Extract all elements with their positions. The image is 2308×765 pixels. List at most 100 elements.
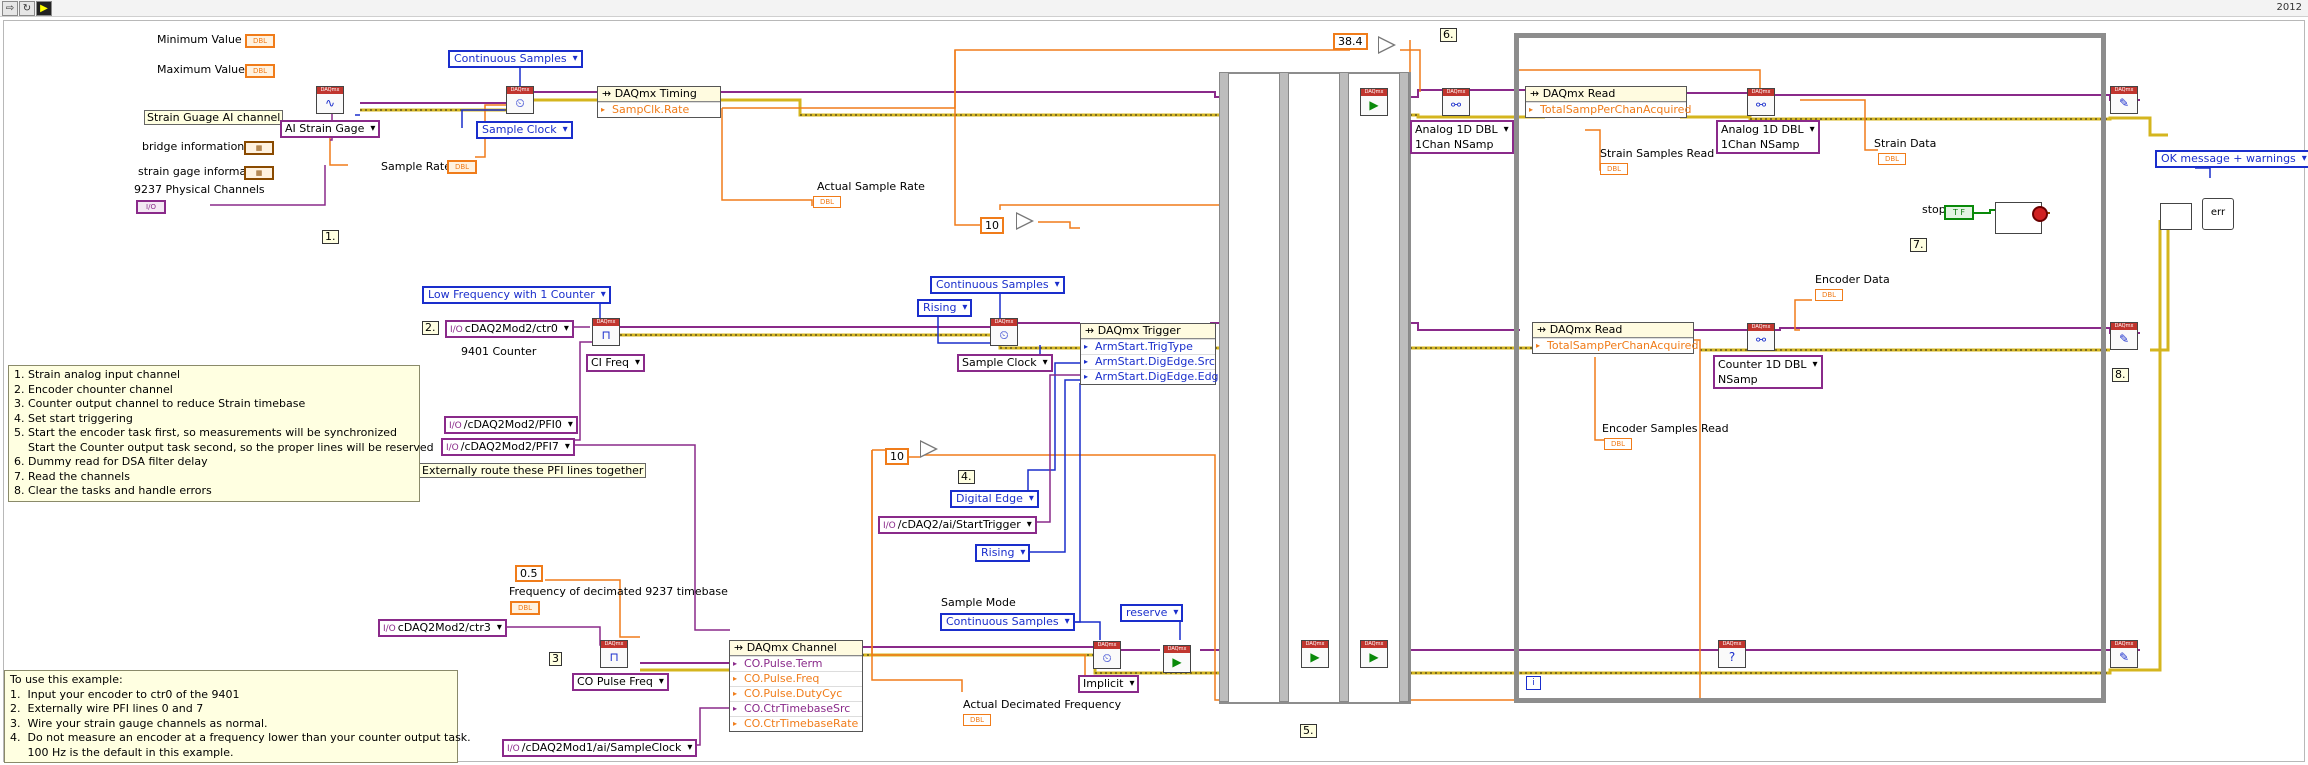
trigger-digedge-src: ArmStart.DigEdge.Src — [1081, 354, 1215, 369]
sequence-frame-border-3 — [1339, 72, 1349, 702]
diagram-toolbar: ⇨ ↻ ▶ 2012 — [0, 0, 2308, 17]
commit-icon: ▶ — [1172, 655, 1182, 669]
encoder-samples-read-label: Encoder Samples Read — [1602, 422, 1729, 435]
trigger-node-title: ⇸ DAQmx Trigger — [1081, 324, 1215, 339]
co-pulse-freq-ring[interactable]: CO Pulse Freq — [572, 673, 669, 691]
property-vi-loop[interactable]: DAQmx? — [1718, 640, 1746, 668]
create-channel-vi-2[interactable]: DAQmx⊓ — [592, 318, 620, 346]
encoder-samples-read-indicator: DBL — [1604, 438, 1632, 450]
freq-decimated-control[interactable]: DBL — [510, 601, 540, 615]
phys-channels-control[interactable]: I/O — [136, 200, 166, 214]
create-channel-vi-3[interactable]: DAQmx⊓ — [600, 640, 628, 668]
dummy-read-vi[interactable]: DAQmx⚯ — [1442, 88, 1470, 116]
year-label: 2012 — [2276, 2, 2302, 13]
ai-start-trigger-channel[interactable]: I/O/cDAQ2/ai/StartTrigger — [878, 516, 1037, 534]
ai-strain-gage-ring[interactable]: AI Strain Gage — [280, 120, 381, 138]
merge-errors-node[interactable] — [2160, 203, 2192, 230]
ok-message-ring[interactable]: OK message + warnings — [2155, 150, 2308, 168]
ai-sample-clock-channel[interactable]: I/O/cDAQ2Mod1/ai/SampleClock — [502, 739, 698, 757]
bridge-info-cluster[interactable]: ▦ — [244, 141, 274, 155]
step-4-label: 4. — [958, 470, 975, 484]
timing-vi-1[interactable]: DAQmx⏲ — [506, 86, 534, 114]
start-task-vi-3[interactable]: DAQmx▶ — [1360, 88, 1388, 116]
analog-1d-ring-b[interactable]: Analog 1D DBL 1Chan NSamp — [1716, 120, 1820, 154]
sample-rate-label: Sample Rate — [381, 160, 451, 173]
strain-ai-channel-comment: Strain Guage AI channel — [144, 110, 284, 125]
analog-1d-ring-a[interactable]: Analog 1D DBL 1Chan NSamp — [1410, 120, 1514, 154]
timing-vi-3[interactable]: DAQmx⏲ — [1093, 641, 1121, 669]
channel-pulse-freq: CO.Pulse.Freq — [730, 671, 862, 686]
property-node-icon: ⇸ — [602, 87, 615, 100]
stop-terminal-icon[interactable] — [2032, 206, 2048, 222]
digital-edge-ring[interactable]: Digital Edge — [950, 490, 1039, 508]
pfi7-channel[interactable]: I/O/cDAQ2Mod2/PFI7 — [441, 438, 575, 456]
timing-mode-ring-1[interactable]: Continuous Samples — [448, 50, 583, 68]
pfi0-channel[interactable]: I/O/cDAQ2Mod2/PFI0 — [444, 416, 578, 434]
read-encoder-vi[interactable]: DAQmx⚯ — [1747, 323, 1775, 351]
eraser-icon-2: ✎ — [2118, 332, 2130, 346]
phys-channels-label: 9237 Physical Channels — [134, 183, 265, 196]
min-value-label: Minimum Value — [157, 33, 242, 46]
rising-ring-2[interactable]: Rising — [975, 544, 1031, 562]
clear-task-vi-2[interactable]: DAQmx✎ — [2110, 322, 2138, 350]
step-7-label: 7. — [1910, 238, 1927, 252]
low-freq-counter-ring[interactable]: Low Frequency with 1 Counter — [422, 286, 611, 304]
start-task-vi-2[interactable]: DAQmx▶ — [1301, 640, 1329, 668]
iteration-terminal: i — [1526, 676, 1541, 690]
freq-decimated-label: Frequency of decimated 9237 timebase — [509, 585, 728, 598]
abort-icon[interactable]: ▶ — [36, 1, 52, 16]
property-node-icon-2: ⇸ — [1085, 324, 1098, 337]
play-icon-3: ▶ — [1369, 98, 1379, 112]
daqmx-read-node-2[interactable]: ⇸ DAQmx Read TotalSampPerChanAcquired — [1532, 322, 1698, 354]
channel-timebase-src: CO.CtrTimebaseSrc — [730, 701, 862, 716]
counter-1d-ring[interactable]: Counter 1D DBL NSamp — [1713, 355, 1823, 389]
while-loop-structure — [1514, 33, 2106, 703]
read1-node-title: ⇸ DAQmx Read — [1526, 87, 1686, 102]
read-strain-vi[interactable]: DAQmx⚯ — [1747, 88, 1775, 116]
timing-vi-2[interactable]: DAQmx⏲ — [990, 318, 1018, 346]
daqmx-read-node-1[interactable]: ⇸ DAQmx Read TotalSampPerChanAcquired — [1525, 86, 1691, 118]
glasses-icon-2: ⚯ — [1755, 98, 1767, 112]
sample-clock-ring-1[interactable]: Sample Clock — [476, 121, 573, 139]
const-0-5[interactable]: 0.5 — [515, 565, 543, 582]
strain-gage-info-cluster[interactable]: ▦ — [244, 166, 274, 180]
clear-task-vi-3[interactable]: DAQmx✎ — [2110, 640, 2138, 668]
counter-9401-label: 9401 Counter — [461, 345, 537, 358]
greater-node-1[interactable] — [1016, 212, 1034, 230]
sample-rate-control[interactable]: DBL — [447, 160, 477, 174]
run-continuously-icon[interactable]: ↻ — [19, 1, 35, 16]
sample-mode-ring[interactable]: Continuous Samples — [940, 613, 1075, 631]
const-38-4[interactable]: 38.4 — [1333, 33, 1368, 50]
daqmx-timing-node[interactable]: ⇸ DAQmx Timing SampClk.Rate — [597, 86, 721, 118]
const-10-a[interactable]: 10 — [980, 217, 1004, 234]
max-value-control[interactable]: DBL — [245, 64, 275, 78]
greater-node-2[interactable] — [920, 440, 938, 458]
counter-icon: ⊓ — [601, 328, 611, 342]
reserve-ring[interactable]: reserve — [1120, 604, 1184, 622]
create-channel-vi-1[interactable]: DAQmx∿ — [316, 86, 344, 114]
implicit-ring[interactable]: Implicit — [1078, 675, 1140, 693]
timing-sampclk-rate: SampClk.Rate — [598, 102, 720, 117]
play-icon-2: ▶ — [1310, 650, 1320, 664]
error-handler-icon[interactable]: err — [2202, 198, 2234, 230]
timing-mode-ring-2[interactable]: Continuous Samples — [930, 276, 1065, 294]
daqmx-trigger-node[interactable]: ⇸ DAQmx Trigger ArmStart.TrigType ArmSta… — [1080, 323, 1225, 385]
property-node-icon-4: ⇸ — [1530, 87, 1543, 100]
timing-node-title: ⇸ DAQmx Timing — [598, 87, 720, 102]
stop-boolean-control[interactable]: T F — [1944, 205, 1974, 220]
clear-task-vi-1[interactable]: DAQmx✎ — [2110, 86, 2138, 114]
encoder-data-indicator: DBL — [1815, 289, 1843, 301]
start-task-vi-4[interactable]: DAQmx▶ — [1360, 640, 1388, 668]
sample-clock-ring-2[interactable]: Sample Clock — [957, 354, 1053, 372]
divide-node[interactable] — [1378, 36, 1396, 54]
daqmx-channel-node[interactable]: ⇸ DAQmx Channel CO.Pulse.Term CO.Pulse.F… — [729, 640, 863, 732]
run-arrow-icon[interactable]: ⇨ — [2, 1, 18, 16]
channel-node-title: ⇸ DAQmx Channel — [730, 641, 862, 656]
control-task-vi[interactable]: DAQmx▶ — [1163, 645, 1191, 673]
rising-ring-1[interactable]: Rising — [917, 299, 973, 317]
const-10-b[interactable]: 10 — [885, 448, 909, 465]
min-value-control[interactable]: DBL — [245, 34, 275, 48]
ci-freq-ring[interactable]: CI Freq — [586, 354, 645, 372]
